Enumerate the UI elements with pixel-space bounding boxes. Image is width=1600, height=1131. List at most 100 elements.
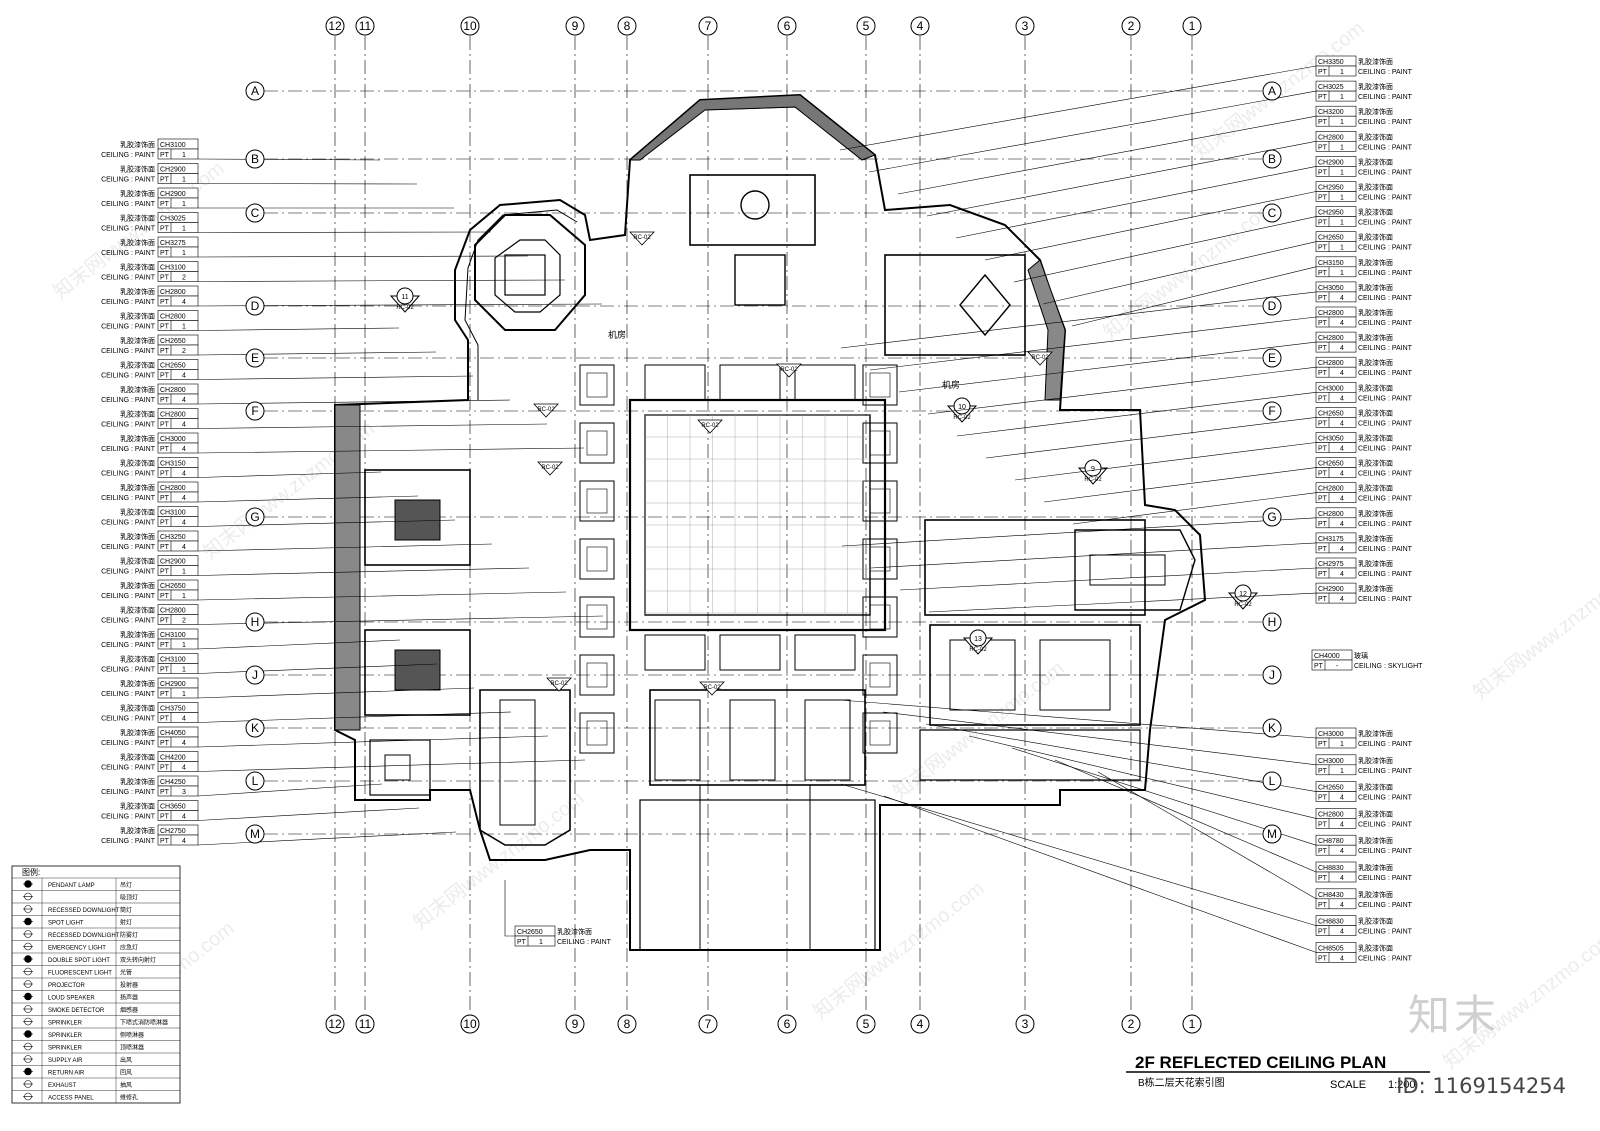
finish-cn: 乳胶漆饰面 — [120, 263, 155, 272]
legend-label-cn: 防雾灯 — [120, 931, 138, 939]
finish-en: CEILING : PAINT — [101, 226, 156, 233]
pt-value: 1 — [1340, 94, 1344, 101]
section-num: 11 — [401, 294, 408, 301]
pt-value: 1 — [182, 152, 186, 159]
grid-bubble-col: 2 — [1121, 1014, 1141, 1034]
ceiling-height: CH3100 — [160, 657, 186, 664]
finish-en: CEILING : PAINT — [101, 152, 156, 159]
grid-bubble-col: 12 — [325, 16, 345, 36]
finish-cn: 乳胶漆饰面 — [1358, 863, 1393, 872]
section-ref: RC-02 — [1234, 602, 1252, 608]
grid-bubble-col: 6 — [777, 16, 797, 36]
ceiling-height: CH8505 — [1318, 945, 1344, 952]
legend-label-cn: 顶喷淋器 — [120, 1044, 144, 1052]
pt-value: 4 — [182, 544, 186, 551]
pt-value: 4 — [182, 716, 186, 723]
grid-bubble-row: A — [1262, 81, 1282, 101]
grid-col-label: 9 — [572, 19, 579, 33]
pt-label: PT — [1318, 955, 1328, 962]
finish-cn: 乳胶漆饰面 — [120, 287, 155, 296]
finish-en: CEILING : PAINT — [1358, 546, 1413, 553]
legend-label-cn: 烟感器 — [120, 1006, 138, 1014]
grid-row-label: E — [251, 351, 259, 365]
pt-label: PT — [1318, 220, 1328, 227]
pt-label: PT — [160, 152, 170, 159]
grid-bubble-row: H — [245, 612, 265, 632]
pt-value: 4 — [1340, 395, 1344, 402]
pt-label: PT — [1318, 875, 1328, 882]
finish-en: CEILING : PAINT — [1358, 929, 1413, 936]
pt-label: PT — [1318, 902, 1328, 909]
finish-en: CEILING : PAINT — [101, 814, 156, 821]
pt-value: 1 — [182, 324, 186, 331]
grid-col-label: 9 — [572, 1017, 579, 1031]
grid-row-label: C — [1268, 206, 1277, 220]
pt-label: PT — [1318, 370, 1328, 377]
pt-value: 1 — [182, 569, 186, 576]
finish-en: CEILING : PAINT — [101, 275, 156, 282]
drawing-title: 2F REFLECTED CEILING PLAN — [1135, 1053, 1386, 1072]
pt-value: 4 — [1340, 420, 1344, 427]
finish-en: CEILING : PAINT — [101, 569, 156, 576]
grid-bubble-row: F — [1262, 401, 1282, 421]
drawing-subtitle: B栋二层天花索引图 — [1138, 1076, 1225, 1089]
grid-bubble-row: A — [245, 81, 265, 101]
finish-cn: 乳胶漆饰面 — [120, 140, 155, 149]
ceiling-height: CH2650 — [160, 338, 186, 345]
legend-label-cn: 抽风 — [120, 1081, 132, 1089]
finish-cn: 乳胶漆饰面 — [120, 459, 155, 468]
finish-cn: 乳胶漆饰面 — [120, 630, 155, 639]
finish-cn: 乳胶漆饰面 — [557, 927, 592, 936]
grid-col-label: 11 — [359, 1017, 372, 1031]
projector-icon — [23, 980, 33, 988]
pt-value: 4 — [1340, 571, 1344, 578]
ceiling-height: CH2650 — [1318, 410, 1344, 417]
ceiling-height: CH2800 — [160, 485, 186, 492]
leader-lines — [197, 65, 1317, 953]
section-markers: 11RC-0212RC-0210RC-0213RC-029RC-02RC-02R… — [389, 231, 1259, 696]
watermark-text: 知末网www.znzmo.com — [1099, 197, 1279, 344]
pt-value: 4 — [1340, 471, 1344, 478]
finish-en: CEILING : PAINT — [1358, 195, 1413, 202]
grid-row-label: F — [1268, 404, 1275, 418]
pt-label: PT — [160, 520, 170, 527]
grid-bubble-col: 9 — [565, 1014, 585, 1034]
pt-label: PT — [160, 544, 170, 551]
pt-value: 2 — [182, 618, 186, 625]
section-ref: RC-02 — [396, 305, 414, 311]
pt-label: PT — [160, 348, 170, 355]
pt-label: PT — [160, 471, 170, 478]
pt-value: 4 — [182, 471, 186, 478]
grid-col-label: 5 — [863, 19, 870, 33]
finish-cn: 乳胶漆饰面 — [1358, 584, 1393, 593]
grid-bubble-row: L — [1262, 771, 1282, 791]
legend-label-cn: 吸顶灯 — [120, 894, 138, 902]
finish-cn: 乳胶漆饰面 — [120, 483, 155, 492]
ceiling-height: CH2900 — [160, 681, 186, 688]
grid-row-label: H — [251, 615, 260, 629]
pt-label: PT — [160, 593, 170, 600]
ceiling-height: CH4000 — [1314, 653, 1340, 660]
pt-label: PT — [1318, 741, 1328, 748]
legend-row: 吸顶灯 — [12, 890, 180, 902]
finish-cn: 乳胶漆饰面 — [120, 165, 155, 174]
